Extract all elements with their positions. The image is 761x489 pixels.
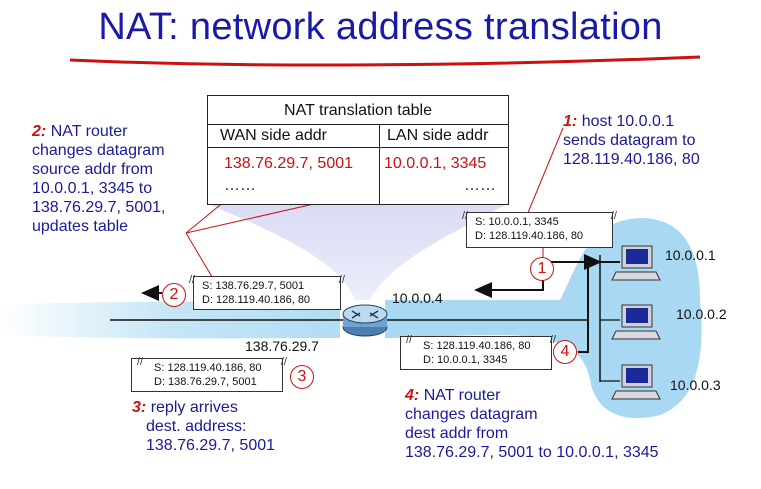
packet-3-source: S: 128.119.40.186, 80 bbox=[154, 362, 262, 374]
host-computer-icon-2 bbox=[611, 304, 661, 340]
host1-address: 10.0.0.1 bbox=[665, 247, 716, 263]
callout-line-2c bbox=[185, 232, 216, 283]
host-computer-icon-1 bbox=[611, 245, 661, 281]
step1-description: 1: host 10.0.0.1 sends datagram to 128.1… bbox=[563, 113, 700, 168]
host3-address: 10.0.0.3 bbox=[670, 377, 721, 393]
packet-1-dest: D: 128.119.40.186, 80 bbox=[475, 230, 584, 242]
step4-description: 4: NAT router changes datagram dest addr… bbox=[405, 387, 659, 461]
router-lan-address: 10.0.0.4 bbox=[392, 290, 443, 306]
col-wan-header: WAN side addr bbox=[220, 127, 327, 144]
step-marker-4: 4 bbox=[553, 340, 577, 364]
title-underline bbox=[69, 55, 701, 67]
page-title: NAT: network address translation bbox=[98, 6, 663, 48]
router-wan-address: 138.76.29.7 bbox=[245, 338, 319, 354]
wan-dots: …… bbox=[224, 177, 256, 194]
lan-value: 10.0.0.1, 3345 bbox=[384, 155, 487, 172]
step3-description: 3: reply arrives dest. address: 138.76.2… bbox=[132, 399, 276, 454]
lan-dots: …… bbox=[464, 177, 496, 194]
packet-2-dest: D: 128.119.40.186, 80 bbox=[202, 294, 311, 306]
host-computer-icon-3 bbox=[611, 364, 661, 400]
packet-4-source: S: 128.119.40.186, 80 bbox=[423, 340, 531, 352]
step-marker-1: 1 bbox=[530, 257, 554, 281]
nat-translation-table: NAT translation table WAN side addr LAN … bbox=[207, 95, 509, 205]
packet-4: //// S: 128.119.40.186, 80 D: 10.0.0.1, … bbox=[400, 334, 556, 370]
packet-1: //// S: 10.0.0.1, 3345 D: 128.119.40.186… bbox=[462, 210, 617, 248]
wan-value: 138.76.29.7, 5001 bbox=[224, 155, 354, 172]
packet-3-dest: D: 138.76.29.7, 5001 bbox=[154, 376, 257, 388]
table-header: NAT translation table bbox=[284, 102, 432, 119]
packet-4-dest: D: 10.0.0.1, 3345 bbox=[423, 354, 508, 366]
packet-2-source: S: 138.76.29.7, 5001 bbox=[202, 280, 305, 292]
packet-2: //// S: 138.76.29.7, 5001 D: 128.119.40.… bbox=[189, 274, 345, 310]
col-lan-header: LAN side addr bbox=[387, 127, 489, 144]
packet-3: //// S: 128.119.40.186, 80 D: 138.76.29.… bbox=[131, 356, 287, 392]
nat-router-icon bbox=[342, 304, 388, 337]
step-marker-3: 3 bbox=[290, 365, 314, 389]
packet-1-source: S: 10.0.0.1, 3345 bbox=[475, 216, 559, 228]
step2-description: 2: NAT router changes datagram source ad… bbox=[32, 123, 166, 235]
step4-arrow bbox=[578, 254, 602, 353]
host2-address: 10.0.0.2 bbox=[676, 306, 727, 322]
table-beam bbox=[210, 205, 505, 300]
step-marker-2: 2 bbox=[162, 283, 186, 307]
